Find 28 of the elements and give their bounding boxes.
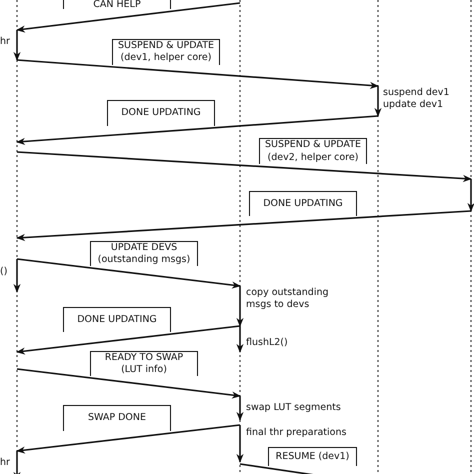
message-arrow [16, 151, 472, 182]
message-label: DONE UPDATING [63, 307, 171, 332]
step-note: final thr preparations [246, 427, 348, 440]
message-arrow [16, 325, 240, 355]
message-label: UPDATE DEVS (outstanding msgs) [90, 241, 198, 266]
message-label: RESUME (dev1) [268, 447, 357, 466]
lifeline [470, 0, 472, 474]
message-label: DONE UPDATING [107, 100, 215, 126]
message-arrow [16, 368, 241, 399]
message-label: DONE UPDATING [249, 191, 357, 216]
step-note: swap LUT segments [246, 402, 342, 414]
message-label: CAN HELP [63, 0, 171, 10]
message-label: SWAP DONE [63, 405, 171, 432]
step-note: flushL2() [246, 337, 289, 350]
message-arrow [16, 59, 379, 89]
step-note: suspend dev1 update dev1 [383, 87, 450, 112]
message-label: SUSPEND & UPDATE (dev1, helper core) [112, 39, 220, 65]
message-label: READY TO SWAP (LUT info) [90, 351, 198, 376]
step-note: () [0, 266, 8, 278]
message-arrow [16, 2, 240, 33]
message-arrow [16, 258, 241, 289]
message-arrow [16, 115, 378, 145]
message-arrow [16, 210, 472, 242]
step-note: hr [0, 36, 10, 48]
step-note: copy outstanding msgs to devs [246, 287, 330, 312]
message-arrow [16, 424, 240, 454]
message-label: SUSPEND & UPDATE (dev2, helper core) [259, 138, 367, 164]
step-note: hr [0, 457, 10, 470]
